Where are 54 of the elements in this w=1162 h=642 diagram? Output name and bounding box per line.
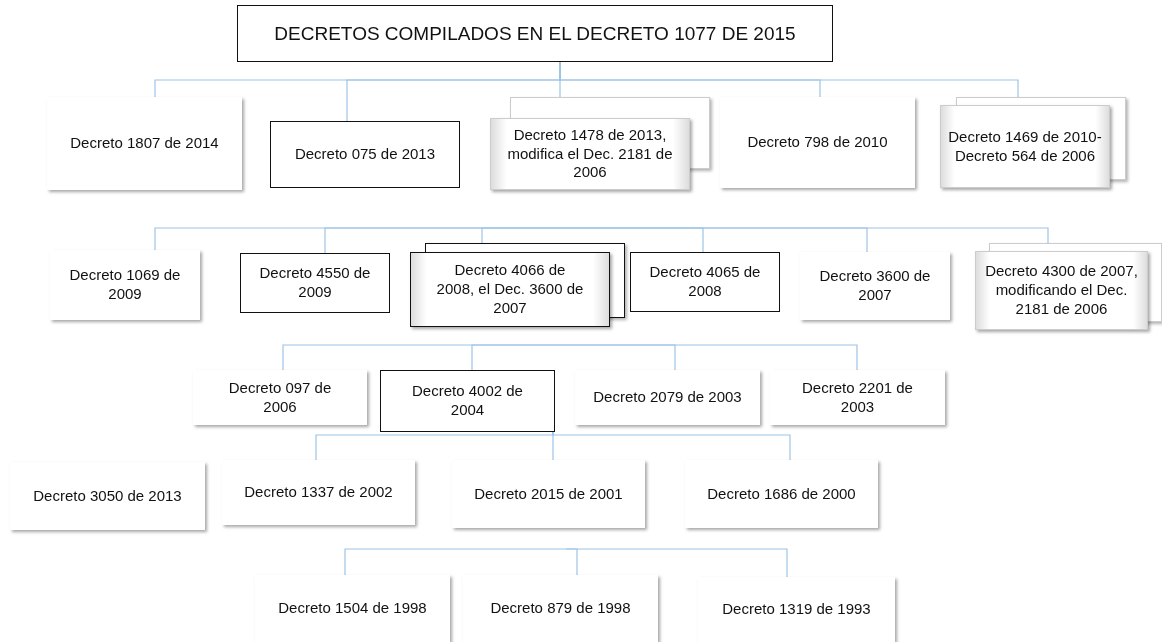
decree-label: Decreto 3600 de 2007 (818, 267, 932, 305)
decree-box (270, 121, 460, 188)
decree-label: Decreto 1686 de 2000 (706, 484, 857, 504)
decree-label: Decreto 097 de 2006 (227, 378, 333, 417)
decree-label: Decreto 1807 de 2014 (69, 134, 220, 153)
decree-box (47, 97, 242, 190)
connector-line (481, 227, 601, 244)
decree-box (240, 253, 390, 313)
decree-box (50, 250, 200, 320)
decree-label: Decreto 2079 de 2003 (592, 388, 743, 407)
decree-box (10, 462, 205, 530)
decree-label: Decreto 2015 de 2001 (473, 484, 624, 504)
decree-label: Decreto 1469 de 2010- Decreto 564 de 2006 (947, 127, 1103, 166)
decree-box (575, 370, 760, 425)
decree-label: Decreto 1478 de 2013, modifica el Dec. 2181 de 2006 (506, 125, 674, 183)
decree-label: Decreto 4066 de 2008, el Dec. 3600 de 2007 (435, 261, 585, 318)
decree-label: Decreto 4300 de 2007, modificando el Dec. 2181 de 2006 (984, 262, 1139, 319)
decree-box (452, 460, 645, 528)
decree-box (380, 370, 555, 432)
decree-box (222, 460, 415, 525)
decree-box (770, 370, 945, 425)
heading-label: DECRETOS COMPILADOS EN EL DECRETO 1077 DE 2015 (273, 21, 797, 46)
decree-label: Decreto 4550 de 2009 (258, 264, 372, 302)
stacked-decree-box (975, 243, 1162, 330)
connector-line (315, 431, 554, 461)
decree-box (463, 575, 658, 642)
decree-box (255, 575, 450, 642)
decree-box (698, 577, 895, 642)
decree-label: Decreto 879 de 1998 (489, 599, 632, 618)
decree-label: Decreto 1319 de 1993 (721, 600, 872, 619)
decree-label: Decreto 4065 de 2008 (648, 263, 762, 301)
decree-label: Decreto 3050 de 2013 (32, 486, 183, 506)
connector-line (552, 431, 791, 461)
decree-box (193, 370, 367, 425)
decree-label: Decreto 2201 de 2003 (801, 378, 914, 417)
connector-line (599, 227, 1049, 244)
decree-label: Decreto 075 de 2013 (293, 145, 437, 164)
decree-box (685, 460, 878, 528)
decree-label: Decreto 4002 de 2004 (411, 382, 524, 420)
decree-box (720, 97, 915, 188)
decree-label: Decreto 798 de 2010 (746, 133, 889, 152)
connector-line (565, 548, 788, 578)
connector-line (569, 344, 858, 371)
decree-label: Decreto 1337 de 2002 (243, 483, 394, 502)
stacked-decree-box (490, 97, 710, 190)
stacked-decree-box (410, 243, 625, 327)
connector-line (344, 548, 567, 576)
connector-line (471, 344, 571, 371)
title-box (237, 5, 833, 62)
stacked-decree-box (940, 97, 1126, 188)
decree-label: Decreto 1069 de 2009 (68, 266, 182, 304)
decree-box (800, 252, 950, 320)
decree-box (630, 252, 780, 312)
decree-label: Decreto 1504 de 1998 (277, 599, 428, 618)
